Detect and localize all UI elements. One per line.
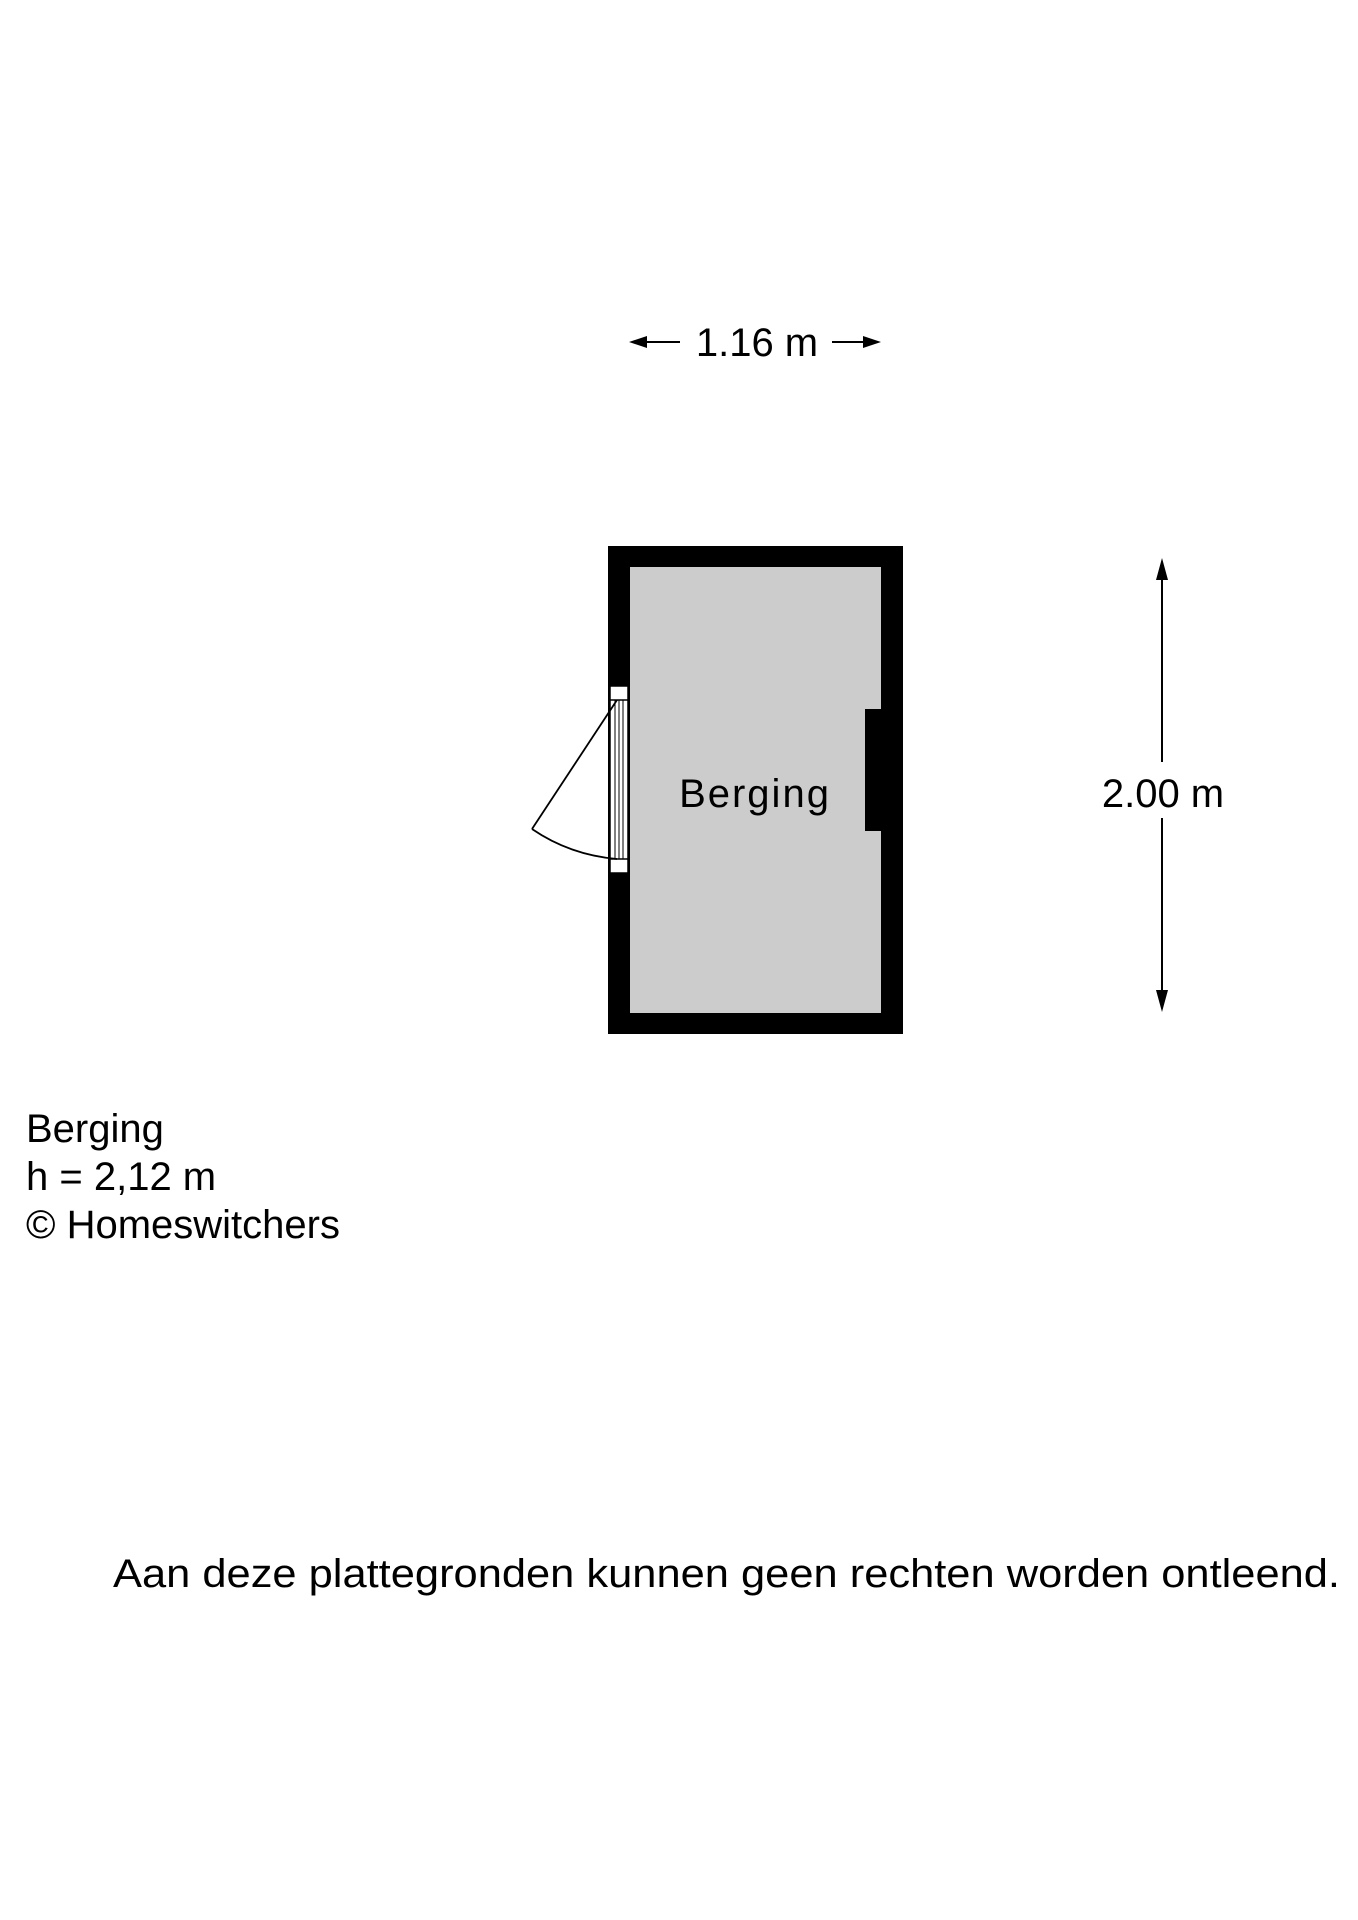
room-legend: Berging h = 2,12 m © Homeswitchers (26, 1107, 340, 1247)
door-frame-bottom (609, 858, 629, 874)
door-leaf (531, 699, 618, 830)
door (531, 685, 629, 874)
wall-protrusion (865, 709, 882, 831)
arrow-right-icon (863, 336, 881, 348)
legend-copyright: © Homeswitchers (26, 1203, 340, 1247)
door-frame-top (609, 685, 629, 701)
width-dimension-label: 1.16 m (696, 321, 818, 365)
height-dimension: 2.00 m (1102, 558, 1224, 1012)
room-berging: Berging (531, 546, 903, 1034)
room-label: Berging (679, 772, 831, 816)
legend-ceiling-height: h = 2,12 m (26, 1155, 216, 1199)
width-dimension: 1.16 m (629, 321, 881, 365)
legend-room-name: Berging (26, 1107, 164, 1151)
height-dimension-label: 2.00 m (1102, 772, 1224, 816)
arrow-left-icon (629, 336, 647, 348)
arrow-up-icon (1156, 558, 1168, 580)
door-swing-arc (531, 828, 618, 860)
room-floor (630, 567, 881, 1013)
arrow-down-icon (1156, 990, 1168, 1012)
disclaimer: Aan deze plattegronden kunnen geen recht… (113, 1552, 1340, 1596)
